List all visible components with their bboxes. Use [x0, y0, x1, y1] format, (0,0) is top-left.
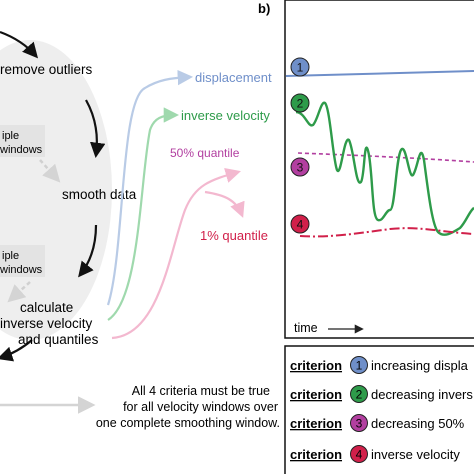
window-box-2: [0, 245, 45, 277]
badge-2: 2: [290, 93, 310, 113]
series-1pct-quantile-line: [299, 227, 474, 238]
criterion-2-text: decreasing invers: [371, 387, 473, 402]
step-calculate-line3: and quantiles: [18, 332, 99, 347]
step-smooth-data: smooth data: [62, 187, 137, 202]
criterion-4-word: criterion: [290, 447, 342, 462]
criterion-row-3: criterion 3 decreasing 50%: [290, 414, 465, 432]
window-box-1: [0, 125, 45, 157]
badge-1-number: 1: [297, 61, 304, 75]
criterion-2-number: 2: [356, 388, 363, 402]
arrow-to-inverse-velocity: [107, 107, 180, 321]
criterion-row-1: criterion 1 increasing displa: [290, 356, 469, 374]
step-remove-outliers: remove outliers: [0, 62, 93, 77]
badge-4-number: 4: [297, 218, 304, 232]
badge-4: 4: [290, 214, 310, 234]
cycle-arrow-bottom: [0, 339, 33, 362]
cycle-arrow-top: [0, 30, 39, 59]
badge-1: 1: [290, 57, 310, 77]
step-calculate-line1: calculate: [20, 300, 73, 315]
window-box-2-line1: iple: [2, 250, 19, 262]
series-displacement-line: [285, 70, 474, 77]
panel-b-plot-frame: [284, 0, 474, 339]
step-calculate-line2: inverse velocity: [0, 316, 93, 331]
criterion-3-number: 3: [356, 417, 363, 431]
cycle-arrow-right-lower: [78, 224, 98, 278]
window-box-1-line1: iple: [2, 130, 19, 142]
criterion-1-word: criterion: [290, 358, 342, 373]
criterion-1-number: 1: [356, 359, 363, 373]
footer-note-line3: one complete smoothing window.: [96, 416, 280, 430]
criterion-4-number: 4: [356, 448, 363, 462]
series-50pct-quantile-line: [297, 152, 474, 163]
criterion-4-text: inverse velocity: [371, 447, 460, 462]
criterion-row-2: criterion 2 decreasing invers: [290, 385, 473, 403]
arrow-to-quantiles: [111, 167, 241, 340]
cycle-arrow-right-upper: [85, 99, 106, 159]
badge-3: 3: [290, 157, 310, 177]
arrow-to-1pct-quantile: [204, 190, 245, 218]
window-box-1-line2: windows: [0, 144, 43, 156]
series-inverse-velocity-line: [295, 101, 474, 236]
criterion-row-4: criterion 4 inverse velocity: [290, 445, 460, 463]
criterion-3-text: decreasing 50%: [371, 416, 465, 431]
criterion-2-word: criterion: [290, 387, 342, 402]
time-axis-label: time: [294, 321, 318, 335]
footer-note-line1: All 4 criteria must be true: [132, 384, 270, 398]
output-inverse-velocity: inverse velocity: [181, 108, 270, 123]
panel-b-label: b): [258, 1, 270, 16]
window-dashed-arrow-1: [39, 159, 61, 183]
output-1pct-quantile: 1% quantile: [200, 228, 268, 243]
window-box-2-line2: windows: [0, 264, 43, 276]
window-dashed-arrow-2: [7, 281, 31, 303]
arrow-to-displacement: [106, 69, 194, 306]
footer-note-line2: for all velocity windows over: [123, 400, 278, 414]
output-50pct-quantile: 50% quantile: [170, 146, 240, 160]
criterion-1-text: increasing displa: [371, 358, 469, 373]
badge-2-number: 2: [297, 97, 304, 111]
criteria-box: [284, 345, 474, 474]
criterion-3-word: criterion: [290, 416, 342, 431]
output-displacement: displacement: [195, 70, 272, 85]
badge-3-number: 3: [297, 161, 304, 175]
